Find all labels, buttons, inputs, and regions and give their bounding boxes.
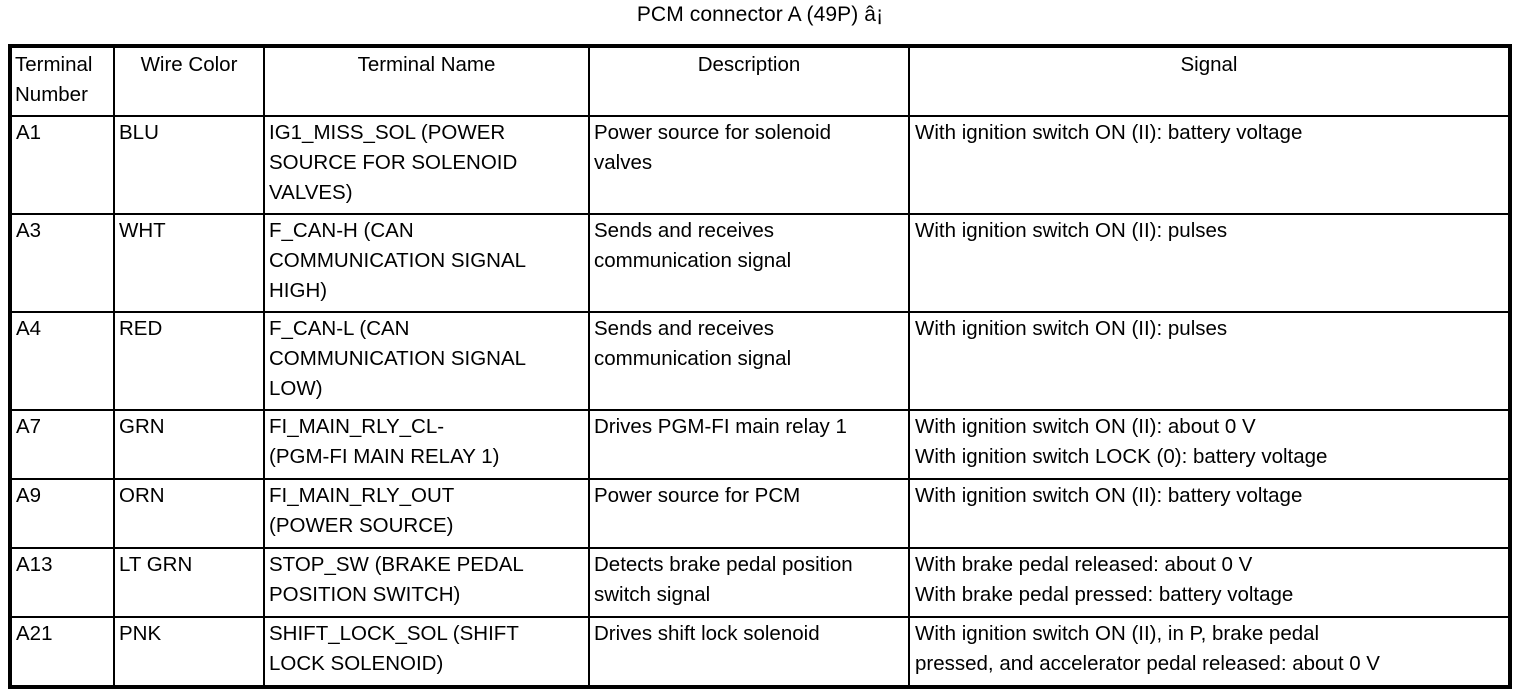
cell-description: Drives PGM-FI main relay 1 bbox=[588, 409, 910, 480]
cell-terminal-number: A4 bbox=[9, 311, 115, 411]
cell-wire-color: GRN bbox=[113, 409, 265, 480]
terminal-number-value: A13 bbox=[16, 553, 53, 576]
terminal-number-value: A21 bbox=[16, 622, 53, 645]
column-header-terminal-number-label: Terminal Number bbox=[15, 53, 93, 106]
cell-description: Power source for PCM bbox=[588, 478, 910, 549]
wire-color-value: WHT bbox=[119, 219, 166, 242]
cell-wire-color: BLU bbox=[113, 115, 265, 215]
table-row: A1 BLU IG1_MISS_SOL (POWER SOURCE FOR SO… bbox=[9, 115, 1511, 215]
table-row: A9 ORN FI_MAIN_RLY_OUT (POWER SOURCE) Po… bbox=[9, 478, 1511, 549]
description-value: Power source for PCM bbox=[594, 484, 801, 507]
description-value: Drives shift lock solenoid bbox=[594, 622, 820, 645]
table-row: A13 LT GRN STOP_SW (BRAKE PEDAL POSITION… bbox=[9, 547, 1511, 618]
cell-wire-color: ORN bbox=[113, 478, 265, 549]
signal-value: With ignition switch ON (II): pulses bbox=[915, 317, 1228, 340]
cell-description: Sends and receives communication signal bbox=[588, 213, 910, 313]
column-header-wire-color: Wire Color bbox=[113, 45, 265, 117]
wire-color-value: PNK bbox=[119, 622, 162, 645]
terminal-name-value: SHIFT_LOCK_SOL (SHIFT LOCK SOLENOID) bbox=[269, 622, 519, 675]
column-header-description-label: Description bbox=[697, 53, 801, 76]
cell-terminal-number: A3 bbox=[9, 213, 115, 313]
terminal-name-value: F_CAN-H (CAN COMMUNICATION SIGNAL HIGH) bbox=[269, 219, 527, 302]
terminal-name-value: FI_MAIN_RLY_OUT (POWER SOURCE) bbox=[269, 484, 455, 537]
cell-signal: With ignition switch ON (II): pulses bbox=[908, 213, 1511, 313]
terminal-number-value: A3 bbox=[16, 219, 42, 242]
cell-description: Drives shift lock solenoid bbox=[588, 616, 910, 688]
cell-wire-color: RED bbox=[113, 311, 265, 411]
description-value: Power source for solenoid valves bbox=[594, 121, 832, 174]
wire-color-value: BLU bbox=[119, 121, 159, 144]
table-header-row: Terminal Number Wire Color Terminal Name… bbox=[9, 45, 1511, 117]
cell-description: Detects brake pedal position switch sign… bbox=[588, 547, 910, 618]
signal-value: With ignition switch ON (II): about 0 V … bbox=[915, 415, 1328, 468]
cell-description: Sends and receives communication signal bbox=[588, 311, 910, 411]
cell-signal: With ignition switch ON (II), in P, brak… bbox=[908, 616, 1511, 688]
table-row: A4 RED F_CAN-L (CAN COMMUNICATION SIGNAL… bbox=[9, 311, 1511, 411]
pcm-connector-table-wrapper: Terminal Number Wire Color Terminal Name… bbox=[8, 44, 1512, 689]
cell-terminal-name: SHIFT_LOCK_SOL (SHIFT LOCK SOLENOID) bbox=[263, 616, 590, 688]
cell-terminal-number: A9 bbox=[9, 478, 115, 549]
signal-value: With ignition switch ON (II): battery vo… bbox=[915, 121, 1303, 144]
terminal-name-value: F_CAN-L (CAN COMMUNICATION SIGNAL LOW) bbox=[269, 317, 527, 400]
cell-terminal-name: STOP_SW (BRAKE PEDAL POSITION SWITCH) bbox=[263, 547, 590, 618]
cell-terminal-name: FI_MAIN_RLY_CL- (PGM-FI MAIN RELAY 1) bbox=[263, 409, 590, 480]
table-header: Terminal Number Wire Color Terminal Name… bbox=[9, 45, 1511, 117]
column-header-terminal-name-label: Terminal Name bbox=[357, 53, 496, 76]
signal-value: With ignition switch ON (II), in P, brak… bbox=[915, 622, 1380, 675]
table-row: A7 GRN FI_MAIN_RLY_CL- (PGM-FI MAIN RELA… bbox=[9, 409, 1511, 480]
column-header-description: Description bbox=[588, 45, 910, 117]
signal-value: With brake pedal released: about 0 V Wit… bbox=[915, 553, 1294, 606]
wire-color-value: GRN bbox=[119, 415, 165, 438]
cell-terminal-name: F_CAN-H (CAN COMMUNICATION SIGNAL HIGH) bbox=[263, 213, 590, 313]
cell-terminal-name: IG1_MISS_SOL (POWER SOURCE FOR SOLENOID … bbox=[263, 115, 590, 215]
terminal-number-value: A1 bbox=[16, 121, 42, 144]
cell-signal: With ignition switch ON (II): about 0 V … bbox=[908, 409, 1511, 480]
description-value: Sends and receives communication signal bbox=[594, 317, 792, 370]
table-row: A21 PNK SHIFT_LOCK_SOL (SHIFT LOCK SOLEN… bbox=[9, 616, 1511, 688]
column-header-terminal-number: Terminal Number bbox=[9, 45, 115, 117]
cell-terminal-name: F_CAN-L (CAN COMMUNICATION SIGNAL LOW) bbox=[263, 311, 590, 411]
page-title: PCM connector A (49P) â¡ bbox=[636, 3, 884, 26]
wire-color-value: ORN bbox=[119, 484, 165, 507]
signal-value: With ignition switch ON (II): pulses bbox=[915, 219, 1228, 242]
cell-signal: With ignition switch ON (II): battery vo… bbox=[908, 115, 1511, 215]
table-body: A1 BLU IG1_MISS_SOL (POWER SOURCE FOR SO… bbox=[9, 115, 1511, 688]
pcm-connector-table: Terminal Number Wire Color Terminal Name… bbox=[8, 44, 1512, 689]
column-header-terminal-name: Terminal Name bbox=[263, 45, 590, 117]
description-value: Sends and receives communication signal bbox=[594, 219, 792, 272]
cell-signal: With brake pedal released: about 0 V Wit… bbox=[908, 547, 1511, 618]
wire-color-value: RED bbox=[119, 317, 163, 340]
cell-wire-color: PNK bbox=[113, 616, 265, 688]
terminal-number-value: A4 bbox=[16, 317, 42, 340]
cell-terminal-number: A7 bbox=[9, 409, 115, 480]
wire-color-value: LT GRN bbox=[119, 553, 193, 576]
cell-terminal-number: A13 bbox=[9, 547, 115, 618]
column-header-wire-color-label: Wire Color bbox=[140, 53, 238, 76]
description-value: Drives PGM-FI main relay 1 bbox=[594, 415, 847, 438]
cell-signal: With ignition switch ON (II): pulses bbox=[908, 311, 1511, 411]
table-row: A3 WHT F_CAN-H (CAN COMMUNICATION SIGNAL… bbox=[9, 213, 1511, 313]
column-header-signal: Signal bbox=[908, 45, 1511, 117]
cell-signal: With ignition switch ON (II): battery vo… bbox=[908, 478, 1511, 549]
cell-terminal-name: FI_MAIN_RLY_OUT (POWER SOURCE) bbox=[263, 478, 590, 549]
terminal-number-value: A7 bbox=[16, 415, 42, 438]
signal-value: With ignition switch ON (II): battery vo… bbox=[915, 484, 1303, 507]
terminal-name-value: IG1_MISS_SOL (POWER SOURCE FOR SOLENOID … bbox=[269, 121, 518, 204]
terminal-name-value: STOP_SW (BRAKE PEDAL POSITION SWITCH) bbox=[269, 553, 524, 606]
column-header-signal-label: Signal bbox=[1180, 53, 1238, 76]
cell-terminal-number: A21 bbox=[9, 616, 115, 688]
cell-wire-color: WHT bbox=[113, 213, 265, 313]
cell-terminal-number: A1 bbox=[9, 115, 115, 215]
terminal-number-value: A9 bbox=[16, 484, 42, 507]
description-value: Detects brake pedal position switch sign… bbox=[594, 553, 853, 606]
terminal-name-value: FI_MAIN_RLY_CL- (PGM-FI MAIN RELAY 1) bbox=[269, 415, 500, 468]
cell-wire-color: LT GRN bbox=[113, 547, 265, 618]
cell-description: Power source for solenoid valves bbox=[588, 115, 910, 215]
